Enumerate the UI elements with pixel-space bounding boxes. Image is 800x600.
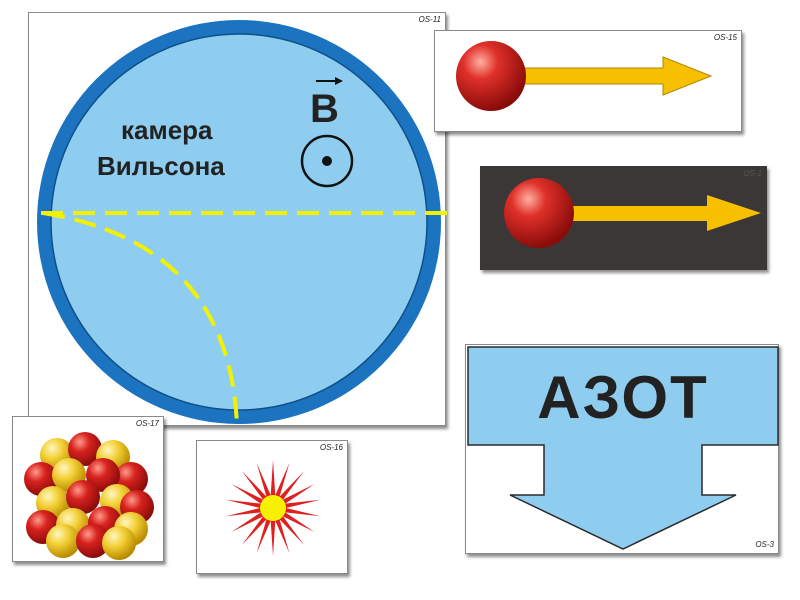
particle-card-dark: ОЅ-1 <box>480 166 767 270</box>
card-code: ОЅ-16 <box>319 443 343 452</box>
magnetic-field-out-icon <box>300 77 354 188</box>
card-code: ОЅ-15 <box>713 33 737 42</box>
cloud-chamber-diagram <box>37 20 447 426</box>
nucleus-card: ОЅ-17 <box>12 416 164 562</box>
nitrogen-card: ОЅ-3 АЗОТ <box>465 344 779 554</box>
cloud-chamber-card: ОЅ-11 B камера Вильсона <box>28 12 447 426</box>
red-particle-icon <box>504 178 574 248</box>
yellow-arrow-icon <box>571 195 761 231</box>
red-particle-icon <box>456 41 526 111</box>
proton-ball <box>68 432 102 466</box>
curved-track <box>42 211 239 426</box>
chamber-label-line1: камера <box>121 115 213 145</box>
card-code: ОЅ-3 <box>755 540 774 549</box>
proton-ball <box>66 480 100 514</box>
particle-card-light: ОЅ-15 <box>434 30 742 132</box>
card-code: ОЅ-11 <box>418 15 441 24</box>
proton-ball <box>86 458 120 492</box>
flash-card: ОЅ-16 <box>196 440 348 574</box>
neutron-ball <box>46 524 80 558</box>
card-code: ОЅ-1 <box>743 169 762 178</box>
flash-star-icon <box>225 460 321 556</box>
down-arrow-icon <box>467 346 779 550</box>
particle-diagram <box>456 41 713 111</box>
chamber-label-line2: Вильсона <box>97 151 225 181</box>
nitrogen-label: АЗОТ <box>537 364 709 431</box>
atomic-nucleus-icon <box>24 432 154 560</box>
particle-diagram <box>504 178 761 248</box>
field-symbol: B <box>310 87 339 131</box>
neutron-ball <box>102 526 136 560</box>
proton-ball <box>76 524 110 558</box>
card-code: ОЅ-17 <box>135 419 159 428</box>
chamber-fill <box>51 34 427 410</box>
yellow-arrow-icon <box>524 56 713 96</box>
